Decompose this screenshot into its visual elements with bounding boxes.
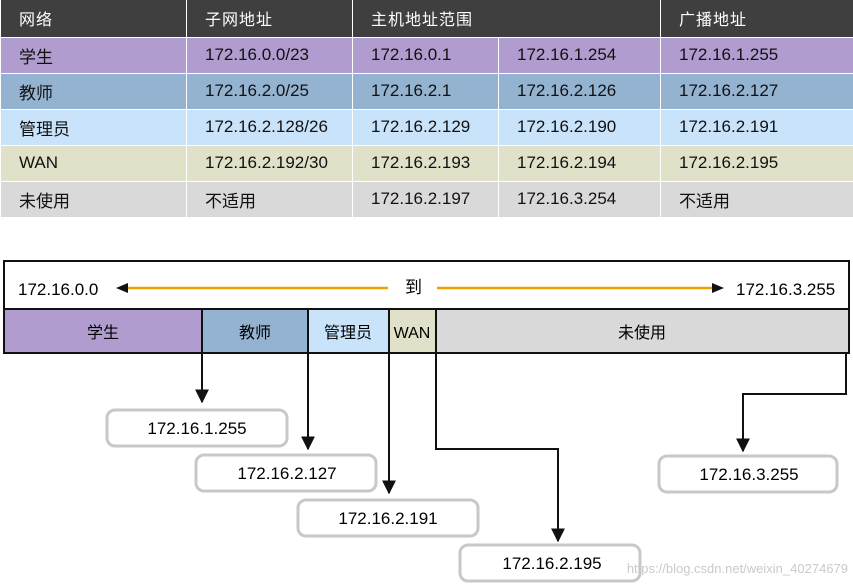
segment-label-admin: 管理员 [324, 324, 372, 342]
range-start-label: 172.16.0.0 [18, 280, 98, 299]
cell-network: 教师 [0, 72, 187, 110]
cell-broadcast: 172.16.2.127 [660, 72, 853, 110]
cell-subnet: 172.16.2.0/25 [186, 72, 353, 110]
pointer-wan [435, 352, 565, 543]
table-row-teacher: 教师 172.16.2.0/25 172.16.2.1 172.16.2.126… [0, 72, 853, 110]
cell-last-host: 172.16.2.190 [498, 108, 661, 146]
header-host-range-end [498, 0, 661, 38]
range-to-label: 到 [405, 278, 422, 297]
pointer-unused [736, 352, 847, 453]
cell-network: 管理员 [0, 108, 187, 146]
cell-first-host: 172.16.2.197 [352, 180, 499, 218]
callout-box-wan [458, 543, 642, 583]
segment-student [5, 310, 202, 352]
subnet-table: 网络 子网地址 主机地址范围 广播地址 学生 172.16.0.0/23 172… [0, 0, 853, 218]
segment-label-unused: 未使用 [618, 324, 666, 342]
table-row-admin: 管理员 172.16.2.128/26 172.16.2.129 172.16.… [0, 108, 853, 146]
cell-subnet: 172.16.2.128/26 [186, 108, 353, 146]
table-row-wan: WAN 172.16.2.192/30 172.16.2.193 172.16.… [0, 144, 853, 182]
table-row-student: 学生 172.16.0.0/23 172.16.0.1 172.16.1.254… [0, 36, 853, 74]
callout-unused: 172.16.3.255 [699, 465, 798, 484]
cell-subnet: 不适用 [186, 180, 353, 218]
cell-network: 未使用 [0, 180, 187, 218]
callout-admin: 172.16.2.191 [338, 509, 437, 528]
segment-admin [308, 310, 389, 352]
cell-last-host: 172.16.2.126 [498, 72, 661, 110]
cell-first-host: 172.16.2.193 [352, 144, 499, 182]
range-end-label: 172.16.3.255 [736, 280, 835, 299]
header-broadcast: 广播地址 [660, 0, 853, 38]
callout-box-teacher [194, 453, 378, 493]
segment-teacher [202, 310, 308, 352]
range-arrow-left-head [116, 283, 128, 293]
table-row-unused: 未使用 不适用 172.16.2.197 172.16.3.254 不适用 [0, 180, 853, 218]
cell-broadcast: 不适用 [660, 180, 853, 218]
cell-subnet: 172.16.2.192/30 [186, 144, 353, 182]
cell-subnet: 172.16.0.0/23 [186, 36, 353, 74]
callout-box-admin [296, 498, 480, 538]
cell-broadcast: 172.16.2.195 [660, 144, 853, 182]
callout-box-unused [657, 454, 839, 494]
cell-first-host: 172.16.0.1 [352, 36, 499, 74]
segment-label-wan: WAN [394, 325, 431, 342]
segment-label-student: 学生 [87, 324, 119, 342]
callout-student: 172.16.1.255 [147, 419, 246, 438]
cell-first-host: 172.16.2.1 [352, 72, 499, 110]
header-network: 网络 [0, 0, 187, 38]
callout-wan: 172.16.2.195 [502, 554, 601, 573]
table-header-row: 网络 子网地址 主机地址范围 广播地址 [0, 0, 853, 38]
header-subnet: 子网地址 [186, 0, 353, 38]
range-arrow-right-head [712, 283, 724, 293]
segment-label-teacher: 教师 [239, 324, 271, 342]
cell-broadcast: 172.16.2.191 [660, 108, 853, 146]
segment-wan [389, 310, 436, 352]
cell-last-host: 172.16.3.254 [498, 180, 661, 218]
watermark: https://blog.csdn.net/weixin_40274679 [627, 561, 848, 576]
cell-broadcast: 172.16.1.255 [660, 36, 853, 74]
header-host-range: 主机地址范围 [352, 0, 499, 38]
callout-teacher: 172.16.2.127 [237, 464, 336, 483]
callout-box-student [105, 408, 289, 448]
cell-first-host: 172.16.2.129 [352, 108, 499, 146]
cell-network: WAN [0, 144, 187, 182]
segment-unused [436, 310, 848, 352]
cell-network: 学生 [0, 36, 187, 74]
cell-last-host: 172.16.2.194 [498, 144, 661, 182]
